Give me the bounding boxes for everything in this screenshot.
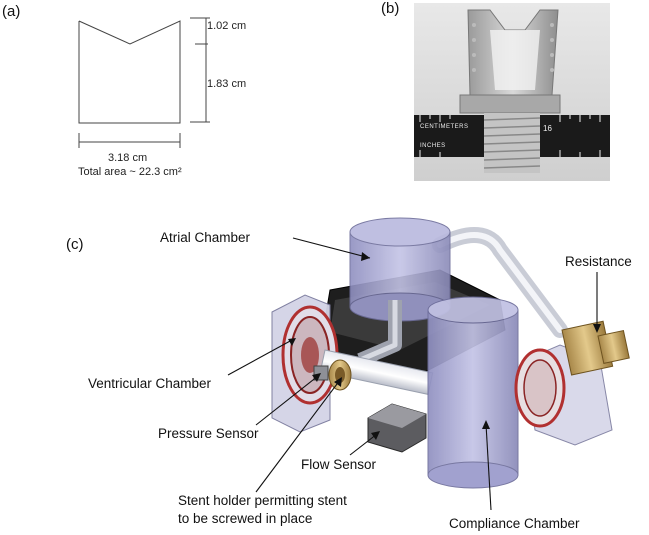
callout-flow: Flow Sensor	[301, 457, 377, 472]
panel-c-label: (c)	[66, 236, 84, 253]
ruler-cm-text: CENTIMETERS	[420, 124, 469, 130]
ruler-in-text: INCHES	[420, 143, 446, 149]
panel-b-label: (b)	[381, 0, 400, 17]
resistance-valve	[561, 320, 630, 376]
area-label: Total area ~ 22.3 cm²	[78, 166, 182, 178]
callout-stent-line1: Stent holder permitting stent	[178, 493, 347, 508]
compliance-chamber	[427, 296, 519, 489]
leader-atrial	[292, 237, 371, 259]
callout-compliance: Compliance Chamber	[449, 516, 580, 531]
leader-flow	[349, 433, 378, 456]
height-bottom-label: 1.83 cm	[207, 78, 247, 90]
leader-ventricular	[227, 339, 293, 376]
callout-ventricular: Ventricular Chamber	[88, 376, 212, 391]
width-label: 3.18 cm	[108, 152, 148, 164]
callout-resistance: Resistance	[565, 254, 632, 269]
height-top-label: 1.02 cm	[207, 20, 247, 32]
panel-a-label: (a)	[2, 3, 21, 20]
leader-compliance	[485, 423, 492, 511]
callout-stent-line2: to be screwed in place	[178, 511, 313, 526]
callout-atrial: Atrial Chamber	[160, 230, 251, 245]
leader-stent	[255, 379, 341, 493]
template-outline	[78, 20, 181, 124]
callout-pressure: Pressure Sensor	[158, 426, 259, 441]
ruler-number: 16	[543, 124, 552, 133]
flow-sensor	[367, 403, 427, 453]
leader-pressure	[255, 375, 319, 426]
